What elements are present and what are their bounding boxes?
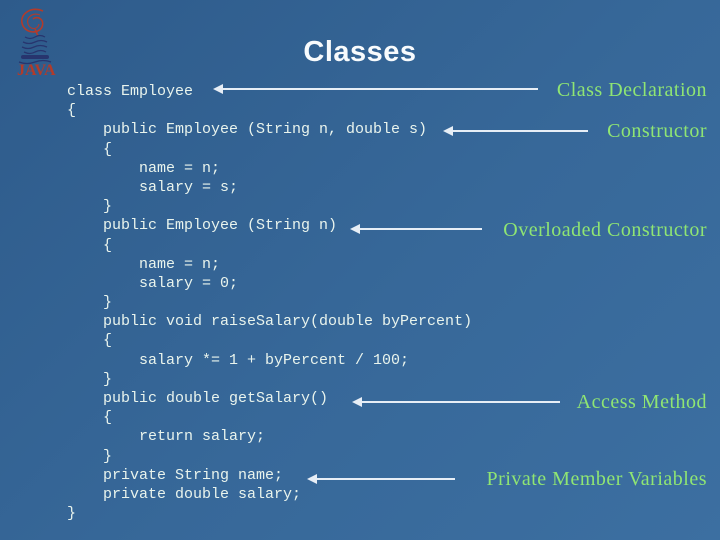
arrow-left-icon: [350, 224, 360, 234]
java-logo: JAVA: [17, 8, 56, 78]
java-logo-text: JAVA: [17, 62, 56, 78]
arrow-left-icon: [307, 474, 317, 484]
arrow-shaft: [219, 88, 538, 90]
arrow-constructor: [443, 126, 588, 136]
slide-title: Classes: [303, 36, 417, 68]
arrow-overloaded-constructor: [350, 224, 482, 234]
code-line: }: [67, 447, 113, 465]
arrow-shaft: [449, 130, 588, 132]
code-line: }: [67, 198, 113, 216]
code-line: {: [67, 332, 113, 350]
annotation-private-member-variables: Private Member Variables: [486, 468, 707, 490]
arrow-shaft: [356, 228, 482, 230]
annotation-class-declaration: Class Declaration: [556, 79, 707, 101]
code-line: name = n;: [67, 159, 221, 177]
code-line: salary = s;: [67, 178, 239, 196]
code-line: class Employee: [67, 83, 194, 100]
code-line: {: [67, 409, 113, 427]
code-line: }: [67, 505, 77, 523]
arrow-shaft: [358, 401, 560, 403]
code-line: salary = 0;: [67, 274, 239, 292]
code-line: }: [67, 294, 113, 312]
code-block: class Employee { public Employee (String …: [67, 82, 472, 523]
code-line: salary *= 1 + byPercent / 100;: [67, 351, 410, 369]
annotation-constructor: Constructor: [607, 120, 707, 142]
code-line: {: [67, 140, 113, 158]
arrow-private-member-variables: [307, 474, 455, 484]
annotation-access-method: Access Method: [576, 391, 707, 413]
code-line: name = n;: [67, 255, 221, 273]
arrow-shaft: [313, 478, 455, 480]
code-line: {: [67, 102, 77, 120]
arrow-class-declaration: [213, 84, 538, 94]
code-line: public Employee (String n, double s): [67, 121, 428, 139]
arrow-left-icon: [352, 397, 362, 407]
code-line: private double salary;: [67, 485, 302, 503]
code-line: public double getSalary(): [67, 390, 329, 407]
code-line: public Employee (String n): [67, 217, 338, 235]
code-line: return salary;: [67, 428, 266, 446]
code-line: private String name;: [67, 466, 284, 484]
arrow-left-icon: [443, 126, 453, 136]
arrow-left-icon: [213, 84, 223, 94]
code-line: }: [67, 370, 113, 388]
code-line: public void raiseSalary(double byPercent…: [67, 313, 473, 331]
code-line: {: [67, 236, 113, 254]
arrow-access-method: [352, 397, 560, 407]
annotation-overloaded-constructor: Overloaded Constructor: [503, 219, 707, 241]
